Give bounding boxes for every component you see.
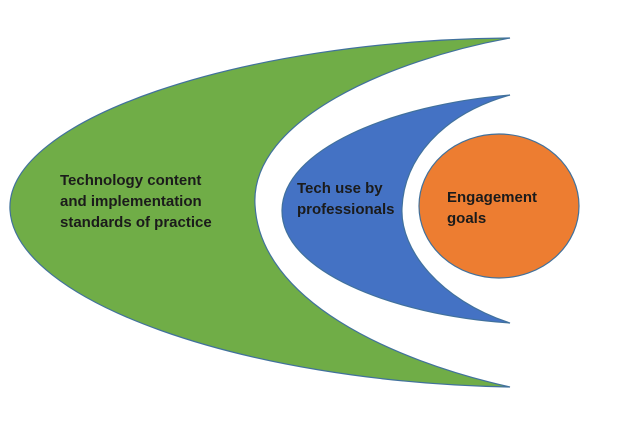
middle-crescent-shape [281,94,511,324]
outer-label-line-1: Technology content [60,172,202,189]
outer-layer-label: Technology content and implementation st… [60,170,212,233]
inner-label-line-2: goals [447,210,487,227]
middle-layer-label: Tech use by professionals [297,178,395,220]
middle-label-line-2: professionals [297,201,395,218]
inner-circle-shape [418,133,580,279]
middle-label-line-1: Tech use by [297,180,383,197]
outer-label-line-3: standards of practice [60,214,212,231]
outer-crescent-shape [9,37,511,388]
outer-label-line-2: and implementation [60,193,202,210]
inner-label-line-1: Engagement [447,189,538,206]
inner-layer-label: Engagement goals [447,187,537,229]
